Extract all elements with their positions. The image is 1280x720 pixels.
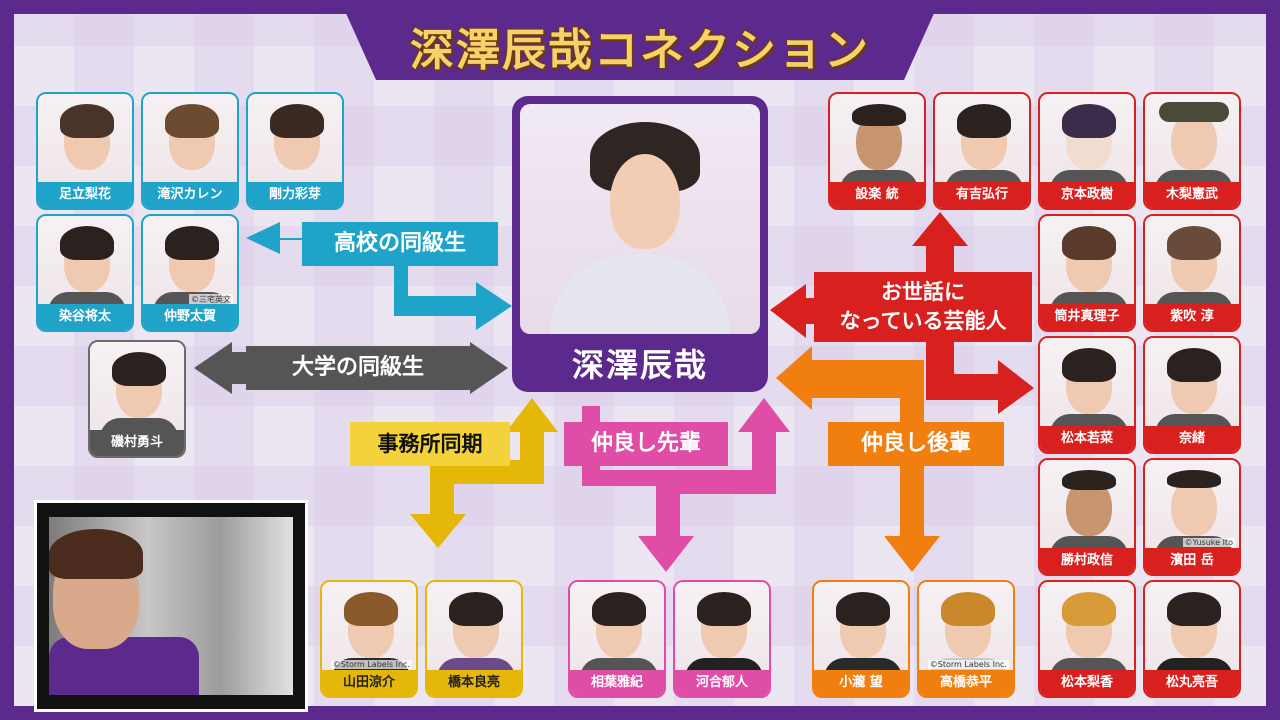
person-card-mentor: 勝村政信 (1038, 458, 1136, 576)
person-hair (957, 104, 1011, 138)
label-mentors-line1: お世話に (881, 280, 965, 304)
photo-credit: ©三宅英文 (189, 294, 233, 305)
arrow-senpai (582, 398, 790, 572)
person-hair (270, 104, 324, 138)
person-card-agency: ©Storm Labels Inc. 山田涼介 (320, 580, 418, 698)
inset-person-hair (49, 529, 143, 579)
person-card-mentor: 有吉弘行 (933, 92, 1031, 210)
person-name: 有吉弘行 (935, 182, 1029, 208)
person-name: 足立梨花 (38, 182, 132, 208)
person-card-mentor: 設楽 統 (828, 92, 926, 210)
photo-credit: ©Storm Labels Inc. (330, 660, 412, 669)
center-face (610, 154, 680, 249)
person-card-high-school: 染谷将太 (36, 214, 134, 332)
person-hair (852, 104, 906, 126)
label-university: 大学の同級生 (246, 346, 470, 390)
person-card-mentor: 京本政樹 (1038, 92, 1136, 210)
person-hair (1167, 348, 1221, 382)
person-card-high-school: ©三宅英文 仲野太賀 (141, 214, 239, 332)
diagram-title: 深澤辰哉コネクション (410, 25, 870, 76)
person-card-high-school: 足立梨花 (36, 92, 134, 210)
person-hair (344, 592, 398, 626)
person-card-senpai: 相葉雅紀 (568, 580, 666, 698)
person-hair (836, 592, 890, 626)
person-name: 山田涼介 (322, 670, 416, 696)
person-name: 磯村勇斗 (90, 430, 184, 456)
person-hair (112, 352, 166, 386)
person-card-mentor: 松本梨香 (1038, 580, 1136, 698)
title-banner (340, 0, 940, 80)
person-hair (697, 592, 751, 626)
label-mentors-line2: なっている芸能人 (839, 309, 1007, 333)
person-hair (1167, 470, 1221, 488)
person-hair (592, 592, 646, 626)
person-hair (941, 592, 995, 626)
person-hair (60, 226, 114, 260)
person-hair (165, 104, 219, 138)
person-hair (1062, 348, 1116, 382)
label-senpai: 仲良し先輩 (564, 422, 728, 466)
label-mentors: お世話に なっている芸能人 (814, 272, 1032, 342)
center-person-photo (520, 104, 760, 334)
person-name: 筒井真理子 (1040, 304, 1134, 330)
person-hair (1062, 104, 1116, 138)
person-name: 仲野太賀 (143, 304, 237, 330)
person-name: 設楽 統 (830, 182, 924, 208)
person-name: 木梨憲武 (1145, 182, 1239, 208)
person-name: 滝沢カレン (143, 182, 237, 208)
label-agency: 事務所同期 (350, 422, 510, 466)
person-name: 橋本良亮 (427, 670, 521, 696)
person-name: 松丸亮吾 (1145, 670, 1239, 696)
center-person-name: 深澤辰哉 (571, 346, 708, 384)
person-name: 染谷将太 (38, 304, 132, 330)
person-hair (1062, 470, 1116, 490)
person-name: 相葉雅紀 (570, 670, 664, 696)
person-hair (1167, 592, 1221, 626)
center-person-card: 深澤辰哉 (512, 96, 768, 392)
person-card-kouhai: ©Storm Labels Inc. 高橋恭平 (917, 580, 1015, 698)
person-name: 高橋恭平 (919, 670, 1013, 696)
label-high-school: 高校の同級生 (302, 222, 498, 266)
person-name: 剛力彩芽 (248, 182, 342, 208)
person-card-mentor: 奈緒 (1143, 336, 1241, 454)
person-card-agency: 橋本良亮 (425, 580, 523, 698)
person-card-mentor: 松丸亮吾 (1143, 580, 1241, 698)
person-hair (1062, 592, 1116, 626)
person-name: 勝村政信 (1040, 548, 1134, 574)
person-card-high-school: 剛力彩芽 (246, 92, 344, 210)
person-hair (1167, 226, 1221, 260)
photo-credit: ©Storm Labels Inc. (927, 660, 1009, 669)
person-card-mentor: ©Yusuke Ito 濱田 岳 (1143, 458, 1241, 576)
person-card-mentor: 木梨憲武 (1143, 92, 1241, 210)
person-hair (449, 592, 503, 626)
photo-credit: ©Yusuke Ito (1182, 538, 1235, 547)
inset-person-shirt (49, 637, 199, 695)
arrow-agency (410, 398, 558, 548)
person-hair (60, 104, 114, 138)
person-card-senpai: 河合郁人 (673, 580, 771, 698)
label-kouhai: 仲良し後輩 (828, 422, 1004, 466)
person-card-mentor: 紫吹 淳 (1143, 214, 1241, 332)
person-name: 京本政樹 (1040, 182, 1134, 208)
studio-camera-inset (34, 500, 308, 712)
person-card-mentor: 筒井真理子 (1038, 214, 1136, 332)
person-name: 濱田 岳 (1145, 548, 1239, 574)
person-card-high-school: 滝沢カレン (141, 92, 239, 210)
person-card-university: 磯村勇斗 (88, 340, 186, 458)
center-shirt (550, 254, 730, 334)
inset-video-frame (49, 517, 293, 695)
person-hair (165, 226, 219, 260)
person-card-kouhai: 小瀧 望 (812, 580, 910, 698)
person-card-mentor: 松本若菜 (1038, 336, 1136, 454)
person-name: 河合郁人 (675, 670, 769, 696)
person-name: 小瀧 望 (814, 670, 908, 696)
person-name: 松本梨香 (1040, 670, 1134, 696)
arrow-high-school (246, 222, 512, 330)
person-name: 松本若菜 (1040, 426, 1134, 452)
person-hair (1062, 226, 1116, 260)
person-name: 奈緒 (1145, 426, 1239, 452)
person-name: 紫吹 淳 (1145, 304, 1239, 330)
person-hair (1159, 102, 1229, 122)
